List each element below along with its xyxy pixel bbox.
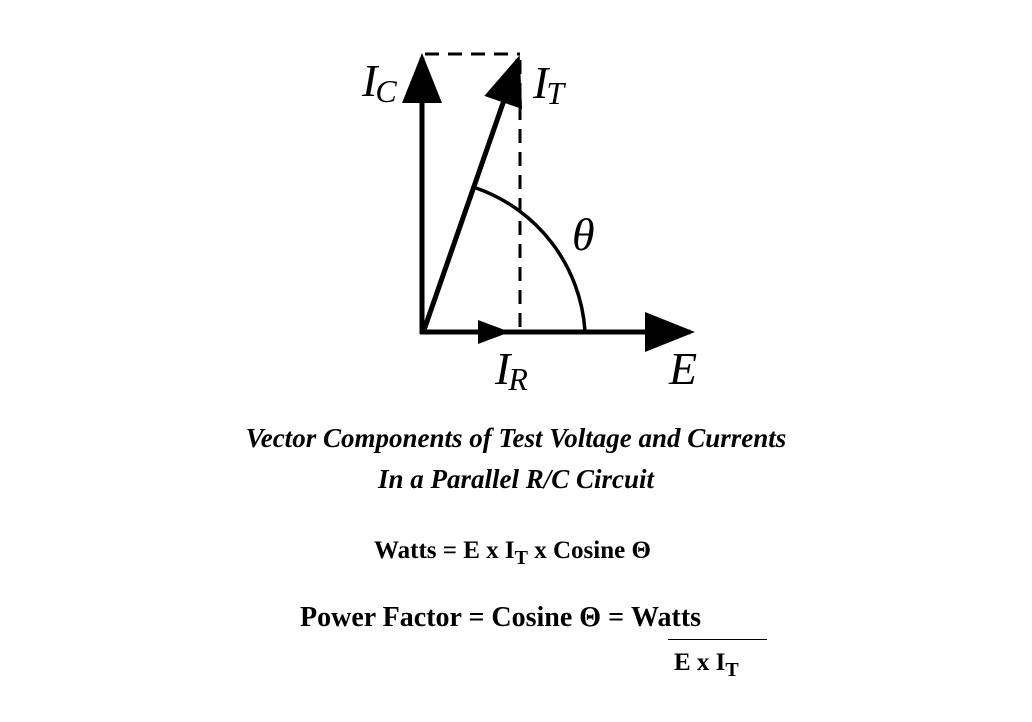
watts-formula: Watts = E x IT x Cosine Θ <box>374 537 651 568</box>
caption-line-2: In a Parallel R/C Circuit <box>377 464 655 494</box>
theta-arc <box>475 186 587 332</box>
it-vector <box>421 55 523 331</box>
watts-formula-rhs: x Cosine Θ <box>528 537 651 564</box>
ic-label: IC <box>361 55 397 109</box>
power-factor-text: Power Factor = Cosine Θ = <box>300 602 632 633</box>
watts-formula-lhs: Watts = E x I <box>374 537 515 564</box>
theta-label: θ <box>572 209 595 260</box>
it-label: IT <box>532 57 566 111</box>
denominator-main: E x I <box>674 649 726 676</box>
ir-arrowhead <box>478 320 510 344</box>
ir-label: IR <box>494 343 528 397</box>
caption-line-1: Vector Components of Test Voltage and Cu… <box>245 423 787 453</box>
watts-formula-subscript: T <box>514 547 528 570</box>
fraction-bar <box>668 639 767 640</box>
power-factor-denominator: E x IT <box>674 649 739 680</box>
e-label: E <box>668 343 697 394</box>
power-factor-formula: Power Factor = Cosine Θ = Watts <box>300 604 701 632</box>
power-factor-numerator: Watts <box>631 602 702 633</box>
denominator-subscript: T <box>725 659 739 682</box>
